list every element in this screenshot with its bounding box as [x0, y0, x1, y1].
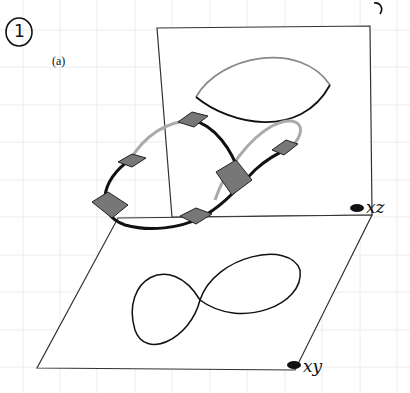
xz-plane [157, 26, 372, 217]
tangent-planes [92, 112, 298, 224]
callout-number: 1 [14, 23, 25, 40]
space-curve-back [215, 121, 300, 200]
pen-mark [374, 3, 382, 14]
ink-blob [350, 204, 364, 212]
plane-label: xy [303, 358, 322, 375]
ink-blob [287, 361, 301, 369]
plane-label: xz [366, 199, 385, 216]
space-curve-back [130, 120, 192, 160]
panel-label: (a) [52, 55, 65, 67]
xy-plane [37, 215, 372, 370]
xy-projection-curve [132, 254, 300, 344]
circle-mark [6, 18, 32, 46]
xz-projection-curve [196, 58, 330, 97]
space-curve-front [105, 148, 290, 229]
xz-projection-curve [196, 85, 330, 122]
